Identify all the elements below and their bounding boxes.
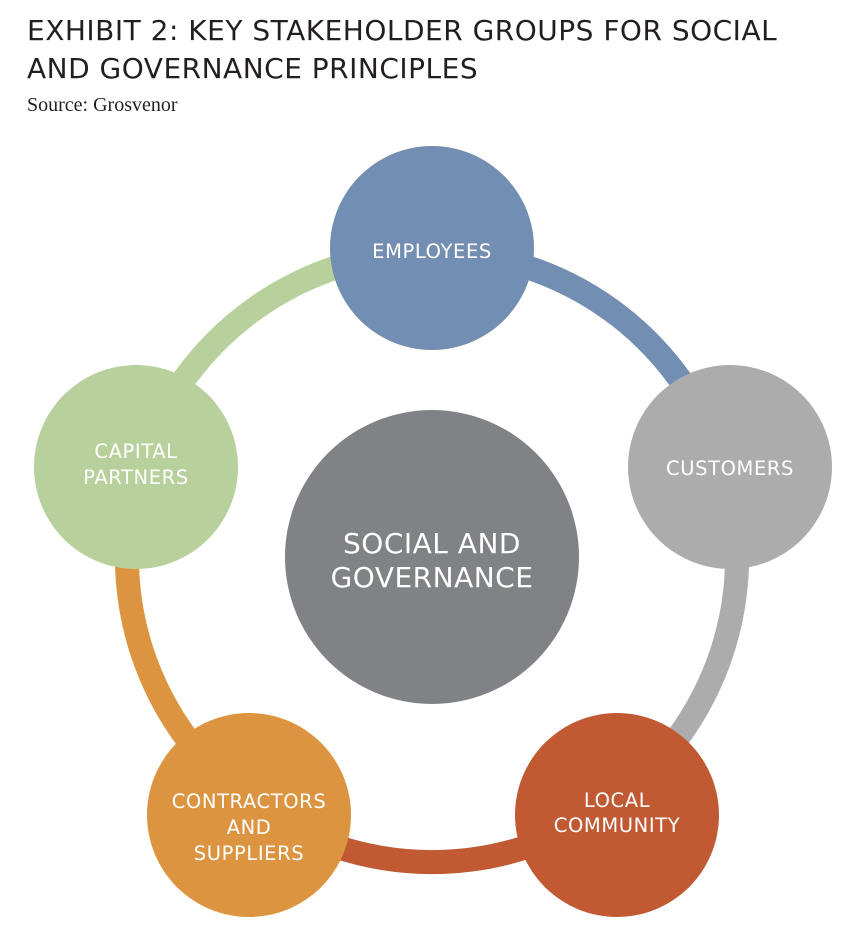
customers-circle xyxy=(628,365,832,569)
node-employees: EMPLOYEES xyxy=(330,146,534,350)
node-local-community: LOCAL COMMUNITY xyxy=(515,713,719,917)
capital-partners-label-line-1: CAPITAL xyxy=(94,440,177,463)
local-community-label-line-1: LOCAL xyxy=(584,789,650,812)
contractors-suppliers-circle xyxy=(147,713,351,917)
employees-circle xyxy=(330,146,534,350)
node-contractors-suppliers: CONTRACTORS AND SUPPLIERS xyxy=(147,713,351,917)
title-line-1: EXHIBIT 2: KEY STAKEHOLDER GROUPS FOR SO… xyxy=(27,14,778,47)
contractors-suppliers-label-line-2: AND xyxy=(227,816,272,839)
local-community-label-line-2: COMMUNITY xyxy=(554,814,680,837)
center-circle xyxy=(285,410,579,704)
capital-partners-label-line-2: PARTNERS xyxy=(83,466,189,489)
capital-partners-circle xyxy=(34,365,238,569)
source-note: Source: Grosvenor xyxy=(27,94,178,116)
employees-label: EMPLOYEES xyxy=(372,240,492,263)
center-label-line-2: GOVERNANCE xyxy=(331,561,534,594)
customers-label: CUSTOMERS xyxy=(666,457,794,480)
contractors-suppliers-label-line-1: CONTRACTORS xyxy=(172,790,327,813)
local-community-circle xyxy=(515,713,719,917)
title-line-2: AND GOVERNANCE PRINCIPLES xyxy=(27,52,479,85)
contractors-suppliers-label-line-3: SUPPLIERS xyxy=(194,842,304,865)
page-title: EXHIBIT 2: KEY STAKEHOLDER GROUPS FOR SO… xyxy=(27,12,847,88)
node-customers: CUSTOMERS xyxy=(628,365,832,569)
node-capital-partners: CAPITAL PARTNERS xyxy=(34,365,238,569)
center-label-line-1: SOCIAL AND xyxy=(343,527,521,560)
